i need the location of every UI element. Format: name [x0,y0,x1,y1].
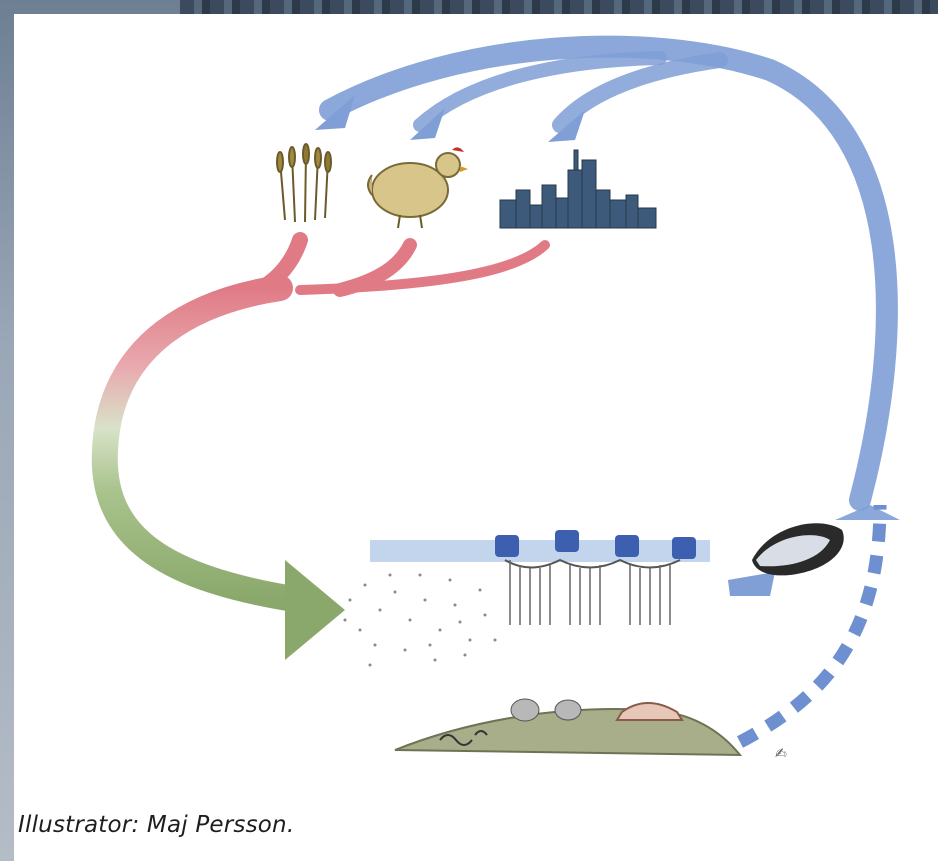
illustrator-caption: Illustrator: Maj Persson. [18,812,295,838]
background-photo-strip [180,0,938,18]
mussel-farm-icon [370,530,710,625]
hen-icon [367,147,468,229]
mussel-icon [752,523,844,576]
blue-dashed-arrow [728,504,887,748]
city-skyline-icon [499,149,657,229]
red-green-arrow [91,275,345,660]
red-outflow-arrow [242,232,550,303]
plankton-dots [343,573,497,667]
seabed-icon: ✍ [394,698,787,762]
blue-return-arrow [315,35,900,520]
wheat-icon [276,143,332,223]
artist-signature: ✍ [775,746,787,762]
